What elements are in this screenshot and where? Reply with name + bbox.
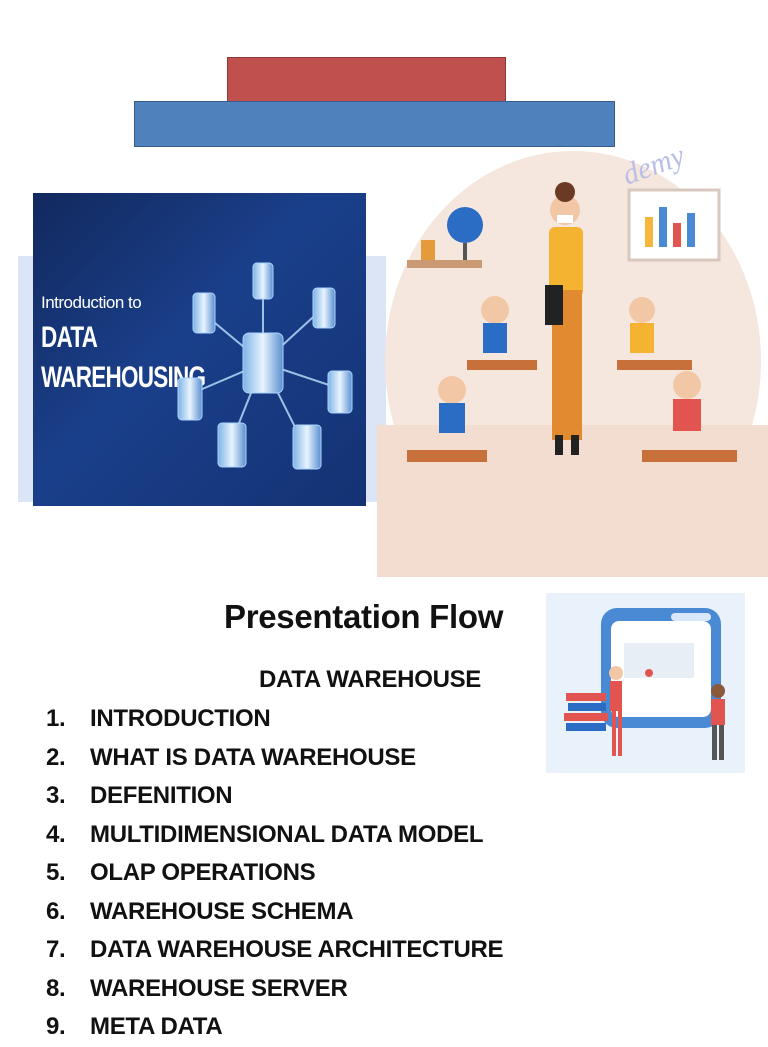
list-number: 4. [46,820,66,848]
list-label: META DATA [90,1013,223,1040]
list-item: 1. INTRODUCTION [46,700,606,739]
list-item: 6. WAREHOUSE SCHEMA [46,893,606,932]
list-label: OLAP OPERATIONS [90,859,316,886]
classroom-illustration: demy [377,145,768,577]
list-number: 3. [46,782,66,809]
list-item: 4. MULTIDIMENSIONAL DATA MODEL [46,816,606,855]
dw-image-line2: DATA [41,321,98,354]
list-number: 2. [46,743,66,771]
list-label: DEFENITION [90,782,233,809]
page-title: Presentation Flow [224,598,504,635]
list-number: 1. [46,705,66,732]
data-warehousing-image: Introduction to DATA WAREHOUSING [33,193,366,506]
title-bar-red [227,57,506,102]
list-number: 6. [46,897,66,925]
chart-board-icon [627,188,721,262]
list-label: WAREHOUSE SCHEMA [90,897,354,925]
topic-list: 1.INTRODUCTION 2.WHAT IS DATA WAREHOUSE … [46,700,606,1047]
list-label: DATA WAREHOUSE ARCHITECTURE [90,936,504,963]
list-number: 9. [46,1013,66,1040]
database-cluster-icon [177,262,353,470]
list-number: 5. [46,859,66,886]
list-label: WHAT IS DATA WAREHOUSE [90,743,416,771]
list-item: 7. DATA WAREHOUSE ARCHITECTURE [46,931,606,970]
list-number: 7. [46,936,66,963]
list-item: 9. META DATA [46,1008,606,1047]
list-label: MULTIDIMENSIONAL DATA MODEL [90,820,484,848]
section-subtitle: DATA WAREHOUSE [259,666,482,693]
list-item: 2. WHAT IS DATA WAREHOUSE [46,739,606,778]
list-item: 3. DEFENITION [46,777,606,816]
dw-image-line1: Introduction to [41,293,142,312]
globe-icon [407,207,483,268]
teacher-figure [545,182,583,455]
list-item: 8. WAREHOUSE SERVER [46,970,606,1009]
list-number: 8. [46,974,66,1002]
list-label: INTRODUCTION [90,705,271,732]
student-figure [407,296,737,462]
title-bar-blue [134,101,615,147]
list-item: 5. OLAP OPERATIONS [46,854,606,893]
presentation-illustration [546,593,745,773]
list-label: WAREHOUSE SERVER [90,974,348,1002]
